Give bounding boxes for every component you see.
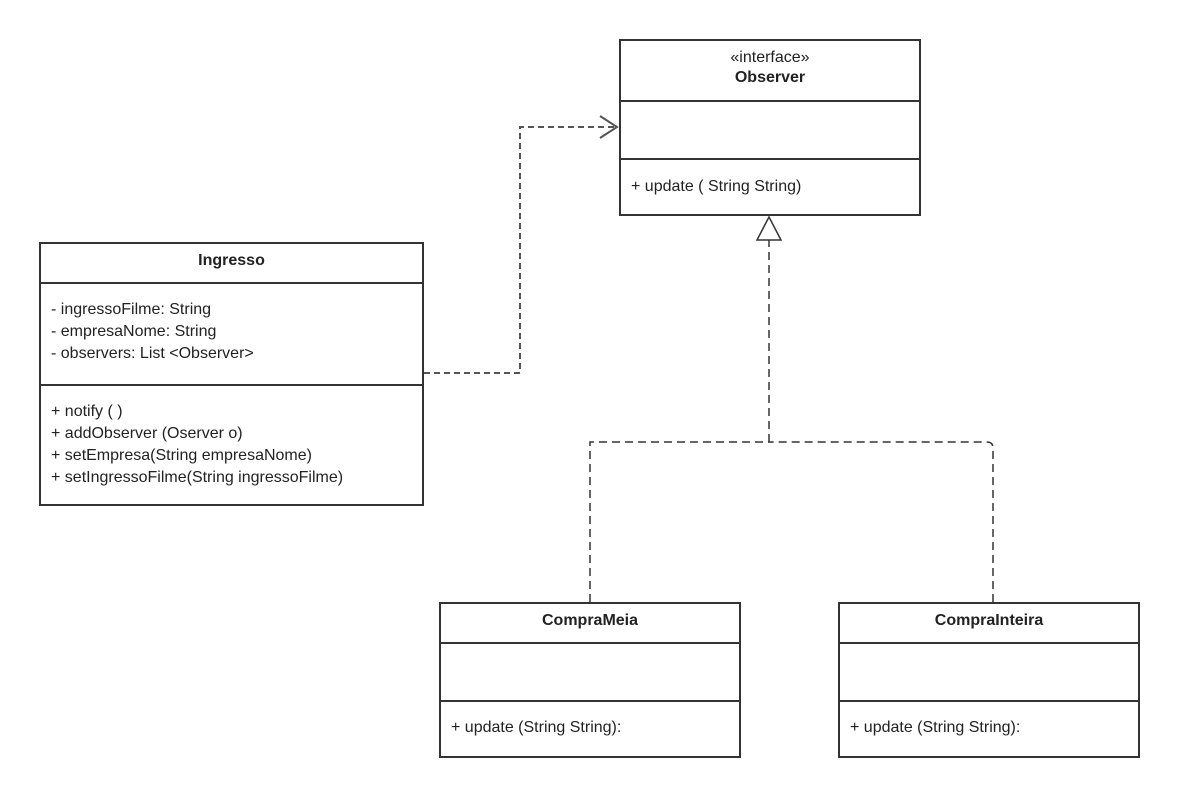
class-ingresso[interactable]: Ingresso - ingressoFilme: String - empre… xyxy=(39,242,424,506)
attributes-compartment xyxy=(441,642,739,700)
attribute-item: - empresaNome: String xyxy=(51,323,217,340)
methods-compartment: + notify ( ) + addObserver (Oserver o) +… xyxy=(41,384,422,495)
realization-line-compra-meia xyxy=(589,441,769,602)
methods-compartment: + update (String String): xyxy=(441,700,739,745)
class-header: Ingresso xyxy=(41,244,422,282)
class-observer[interactable]: «interface» Observer + update ( String S… xyxy=(619,39,921,216)
class-name: Observer xyxy=(734,69,806,86)
attribute-item: - ingressoFilme: String xyxy=(51,301,212,318)
methods-compartment: + update (String String): xyxy=(840,700,1138,745)
attributes-compartment xyxy=(621,100,919,158)
realization-line-compra-inteira xyxy=(769,441,994,602)
method-item: + notify ( ) xyxy=(51,403,123,420)
method-item: + update ( String String) xyxy=(631,178,802,195)
class-compra-inteira[interactable]: CompraInteira + update (String String): xyxy=(838,602,1140,758)
methods-compartment: + update ( String String) xyxy=(621,158,919,204)
class-header: CompraMeia xyxy=(441,604,739,642)
class-name: CompraMeia xyxy=(541,612,639,629)
dependency-line xyxy=(424,126,614,374)
class-name: CompraInteira xyxy=(934,612,1044,629)
dependency-arrowhead xyxy=(599,115,619,139)
method-item: + setIngressoFilme(String ingressoFilme) xyxy=(51,469,344,486)
method-item: + update (String String): xyxy=(850,719,1021,736)
class-compra-meia[interactable]: CompraMeia + update (String String): xyxy=(439,602,741,758)
realization-triangle-arrowhead xyxy=(755,215,783,241)
attributes-compartment xyxy=(840,642,1138,700)
method-item: + addObserver (Oserver o) xyxy=(51,425,243,442)
class-header: «interface» Observer xyxy=(621,41,919,100)
method-item: + update (String String): xyxy=(451,719,622,736)
stereotype-label: «interface» xyxy=(730,49,810,66)
attribute-item: - observers: List <Observer> xyxy=(51,345,254,362)
method-item: + setEmpresa(String empresaNome) xyxy=(51,447,312,464)
class-name: Ingresso xyxy=(198,252,265,269)
class-header: CompraInteira xyxy=(840,604,1138,642)
attributes-compartment: - ingressoFilme: String - empresaNome: S… xyxy=(41,282,422,384)
